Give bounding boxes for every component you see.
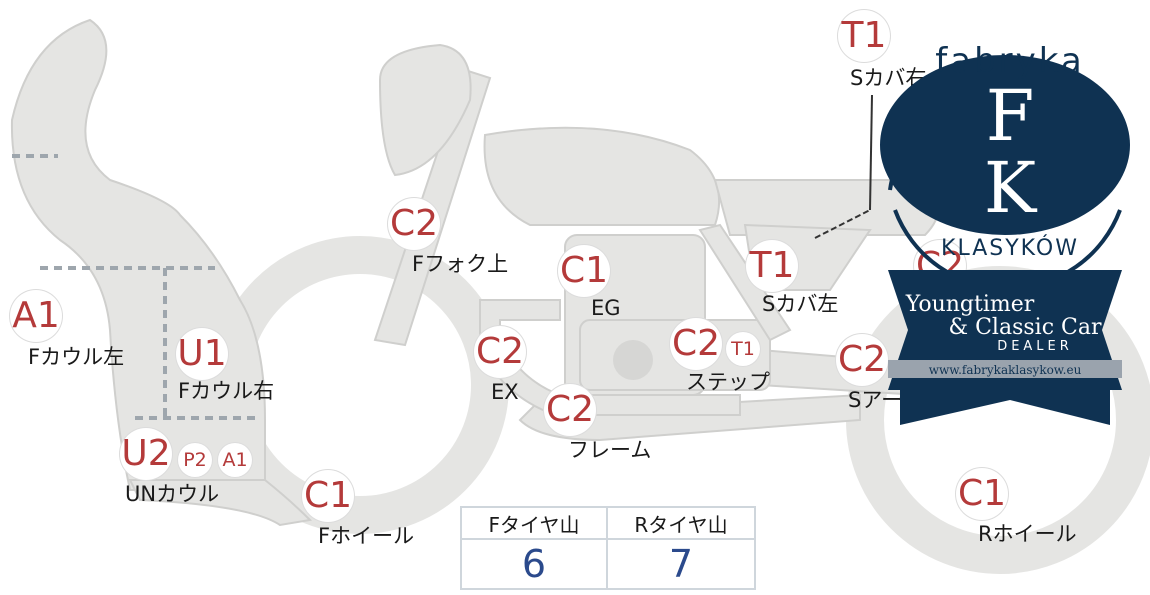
part-code-c1-fwheel: C1 [302,470,354,522]
part-code-c1-rwheel: C1 [956,468,1008,520]
dealer-logo: fabryka F K KLASYKÓW Youngtimer & Classi… [880,41,1130,425]
part-code-c2-fork: C2 [388,198,440,250]
part-code-c2-frame: C2 [544,384,596,436]
logo-monogram-k: K [984,147,1038,229]
part-code-c2-step: C2 [670,318,722,370]
part-code-c1-eg: C1 [558,245,610,297]
engine-detail [613,340,653,380]
logo-banner-line3: DEALER [997,339,1073,354]
part-code-t1-scover-right: T1 [838,10,890,62]
part-code-u1: U1 [176,328,228,380]
part-label-t1-scover-right: Sカバ右 [850,66,927,90]
part-label-u2: UNカウル [125,482,220,506]
part-label-t1-scover-left: Sカバ左 [762,292,839,316]
headlight [378,43,472,177]
part-label-c1-rwheel: Rホイール [978,522,1077,546]
part-code-t1-scover-left: T1 [746,240,798,292]
part-code-p2: P2 [178,443,212,477]
part-label-c2-fork: Fフォク上 [412,252,509,276]
rear-tire-value: 7 [668,542,694,586]
rear-tire-header: Rタイヤ山 [608,508,754,540]
logo-banner-line2: & Classic Car [949,315,1102,340]
part-label-c1-eg: EG [591,296,621,320]
part-code-a1-left: A1 [10,290,62,342]
part-code-c2-sarm: C2 [836,334,888,386]
fuel-tank [483,126,721,226]
rear-frame [698,223,792,342]
part-code-a1-un: A1 [218,443,252,477]
part-label-c2-sarm: Sアー [848,388,903,412]
part-label-c1-fwheel: Fホイール [318,524,415,548]
logo-banner-url: www.fabrykaklasykow.eu [929,363,1082,377]
part-code-t1-step: T1 [726,332,760,366]
tire-depth-table: Fタイヤ山 Rタイヤ山 6 7 [460,506,756,590]
logo-banner-band [888,360,1122,378]
front-tire-header: Fタイヤ山 [462,508,608,540]
logo-brand-bottom: KLASYKÓW [941,235,1079,261]
cover-leader-vert [869,94,873,211]
logo-monogram-f: F [986,75,1035,157]
cover-leader-line [814,209,871,239]
part-label-a1-left: Fカウル左 [28,345,125,369]
logo-banner-line1: Youngtimer [905,292,1035,317]
part-label-c2-ex: EX [491,380,519,404]
logo-brand-top: fabryka [935,41,1084,81]
logo-banner-tail [900,378,1110,425]
front-tire-value: 6 [462,540,608,588]
part-code-c2-ex: C2 [474,326,526,378]
logo-disc [880,55,1130,235]
under-cowl [128,479,313,527]
part-label-u1: Fカウル右 [178,379,275,403]
part-code-u2: U2 [120,428,172,480]
part-label-c2-frame: フレーム [568,438,652,462]
part-label-c2-step: ステップ [686,370,770,394]
